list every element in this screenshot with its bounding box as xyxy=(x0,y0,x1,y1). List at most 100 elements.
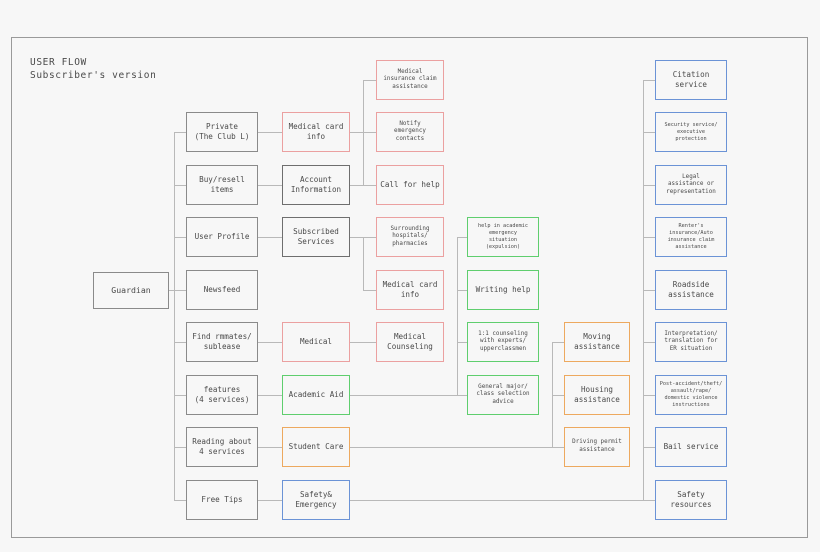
node-medical[interactable]: Medical xyxy=(282,322,350,362)
edge-orange-3 xyxy=(552,447,564,448)
edge-notify-riser xyxy=(363,132,364,185)
node-surrounding-hospitals-pharmacies[interactable]: Surrounding hospitals/ pharmacies xyxy=(376,217,444,257)
node-reading-about-4-services[interactable]: Reading about 4 services xyxy=(186,427,258,467)
node-post-accident-instructions[interactable]: Post-accident/theft/ assault/rape/ domes… xyxy=(655,375,727,415)
node-buy-resell-items[interactable]: Buy/resell items xyxy=(186,165,258,205)
edge-student-out xyxy=(350,447,553,448)
node-housing-assistance[interactable]: Housing assistance xyxy=(564,375,630,415)
edge-guardian-out xyxy=(169,290,175,291)
node-label: features (4 services) xyxy=(194,385,250,404)
edge-green-4 xyxy=(457,395,467,396)
edge-cat-5 xyxy=(258,395,282,396)
node-private[interactable]: Private (The Club L) xyxy=(186,112,258,152)
node-label: Student Care xyxy=(288,442,344,452)
edge-blue-8 xyxy=(643,447,655,448)
node-renters-auto-insurance-claim[interactable]: Renter's insurance/Auto insurance claim … xyxy=(655,217,727,257)
node-label: Academic Aid xyxy=(288,390,344,400)
node-label: Free Tips xyxy=(201,495,243,505)
node-label: 1:1 counseling with experts/ upperclassm… xyxy=(478,330,528,352)
node-medical-card-info-2[interactable]: Medical card info xyxy=(376,270,444,310)
node-label: Notify emergency contacts xyxy=(394,120,426,142)
node-find-roommates-sublease[interactable]: Find rmmates/ sublease xyxy=(186,322,258,362)
edge-menu-5 xyxy=(174,342,186,343)
node-medical-counseling[interactable]: Medical Counseling xyxy=(376,322,444,362)
node-student-care[interactable]: Student Care xyxy=(282,427,350,467)
edge-blue-4 xyxy=(643,237,655,238)
node-call-for-help[interactable]: Call for help xyxy=(376,165,444,205)
node-notify-emergency-contacts[interactable]: Notify emergency contacts xyxy=(376,112,444,152)
node-medical-insurance-claim-assistance[interactable]: Medical insurance claim assistance xyxy=(376,60,444,100)
node-label: Writing help xyxy=(475,285,531,295)
node-bail-service[interactable]: Bail service xyxy=(655,427,727,467)
node-medical-card-info-1[interactable]: Medical card info xyxy=(282,112,350,152)
node-1on1-counseling[interactable]: 1:1 counseling with experts/ upperclassm… xyxy=(467,322,539,362)
edge-blue-1 xyxy=(643,80,655,81)
node-help-academic-emergency[interactable]: help in academic emergency situation (ex… xyxy=(467,217,539,257)
edge-medical-out xyxy=(350,342,376,343)
edge-medcard2-in xyxy=(363,290,376,291)
edge-blue-2 xyxy=(643,132,655,133)
edge-orange-1 xyxy=(552,342,564,343)
node-features-4-services[interactable]: features (4 services) xyxy=(186,375,258,415)
node-label: Reading about 4 services xyxy=(192,437,252,456)
node-label: Interpretation/ translation for ER situa… xyxy=(664,330,718,352)
node-label: Medical insurance claim assistance xyxy=(383,68,437,90)
edge-cat-2 xyxy=(258,185,282,186)
edge-student-trunk xyxy=(552,342,553,447)
node-newsfeed[interactable]: Newsfeed xyxy=(186,270,258,310)
node-label: help in academic emergency situation (ex… xyxy=(478,223,528,250)
node-free-tips[interactable]: Free Tips xyxy=(186,480,258,520)
edge-cat-6 xyxy=(258,447,282,448)
node-label: Renter's insurance/Auto insurance claim … xyxy=(667,223,715,250)
node-driving-permit-assistance[interactable]: Driving permit assistance xyxy=(564,427,630,467)
node-roadside-assistance[interactable]: Roadside assistance xyxy=(655,270,727,310)
node-label: Subscribed Services xyxy=(293,227,339,246)
node-writing-help[interactable]: Writing help xyxy=(467,270,539,310)
node-label: Medical xyxy=(299,337,332,347)
edge-cat-4 xyxy=(258,342,282,343)
edge-menu-6 xyxy=(174,395,186,396)
edge-menu-2 xyxy=(174,185,186,186)
node-general-major-class-advice[interactable]: General major/ class selection advice xyxy=(467,375,539,415)
edge-subscribed-trunk xyxy=(363,237,364,290)
edge-cat-1 xyxy=(258,132,282,133)
node-safety-resources[interactable]: Safety resources xyxy=(655,480,727,520)
node-label: Buy/resell items xyxy=(199,175,245,194)
node-legal-assistance-representation[interactable]: Legal assistance or representation xyxy=(655,165,727,205)
node-label: Surrounding hospitals/ pharmacies xyxy=(390,225,430,247)
edge-menu-4 xyxy=(174,290,186,291)
edge-green-2 xyxy=(457,290,467,291)
node-security-service-executive-protection[interactable]: Security service/ executive protection xyxy=(655,112,727,152)
node-subscribed-services[interactable]: Subscribed Services xyxy=(282,217,350,257)
edge-blue-7 xyxy=(643,395,655,396)
node-label: Private (The Club L) xyxy=(194,122,250,141)
edge-green-3 xyxy=(457,342,467,343)
node-label: Call for help xyxy=(380,180,440,190)
node-user-profile[interactable]: User Profile xyxy=(186,217,258,257)
node-academic-aid[interactable]: Academic Aid xyxy=(282,375,350,415)
node-moving-assistance[interactable]: Moving assistance xyxy=(564,322,630,362)
node-label: Housing assistance xyxy=(574,385,620,404)
node-guardian[interactable]: Guardian xyxy=(93,272,169,309)
edge-menu-3 xyxy=(174,237,186,238)
node-label: User Profile xyxy=(194,232,250,242)
node-citation-service[interactable]: Citation service xyxy=(655,60,727,100)
node-safety-emergency[interactable]: Safety& Emergency xyxy=(282,480,350,520)
edge-blue-9 xyxy=(643,500,655,501)
edge-cat-3 xyxy=(258,237,282,238)
edge-blue-5 xyxy=(643,290,655,291)
node-account-information[interactable]: Account Information xyxy=(282,165,350,205)
edge-blue-6 xyxy=(643,342,655,343)
edge-academic-trunk xyxy=(457,237,458,395)
edge-notify-in xyxy=(363,132,376,133)
node-label: Find rmmates/ sublease xyxy=(192,332,252,351)
node-label: General major/ class selection advice xyxy=(476,383,530,405)
node-label: Bail service xyxy=(663,442,719,452)
node-label: Post-accident/theft/ assault/rape/ domes… xyxy=(659,381,723,408)
node-label: Safety& Emergency xyxy=(295,490,337,509)
edge-academic-out xyxy=(350,395,458,396)
node-interpretation-translation-er[interactable]: Interpretation/ translation for ER situa… xyxy=(655,322,727,362)
node-label: Citation service xyxy=(672,70,710,89)
node-label: Legal assistance or representation xyxy=(666,173,716,195)
node-label: Driving permit assistance xyxy=(572,439,622,453)
